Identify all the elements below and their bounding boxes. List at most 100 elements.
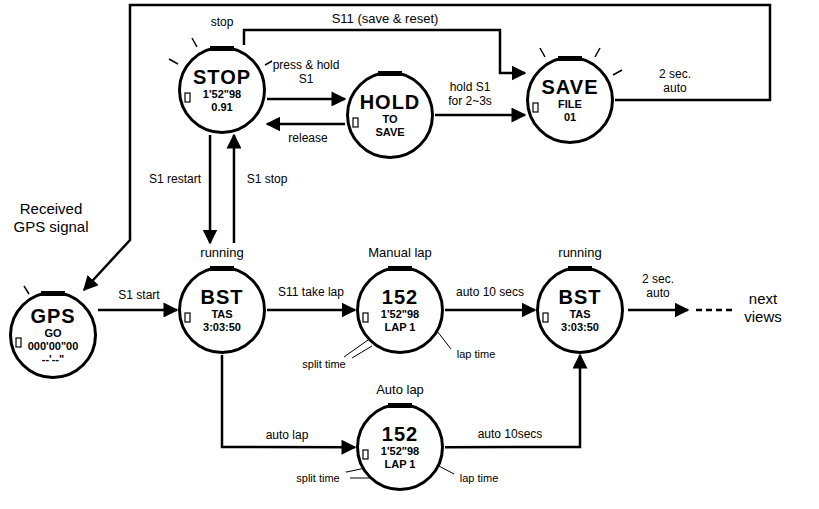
- screen-value: 3:03:50: [561, 321, 599, 334]
- watch-face: SAVEFILE01: [525, 55, 615, 145]
- screen-heading: Auto lap: [355, 380, 445, 402]
- note-label: Received GPS signal: [6, 200, 96, 236]
- screen-value: LAP 1: [385, 321, 416, 334]
- watch-face: HOLDTOSAVE: [345, 70, 435, 160]
- transition-arrow: [267, 123, 345, 126]
- transition-arrow: [84, 5, 770, 290]
- battery-icon: [353, 118, 358, 127]
- strap-mark: [41, 291, 65, 296]
- battery-icon: [185, 93, 190, 102]
- battery-icon: [363, 313, 368, 322]
- screen-title: 152: [382, 286, 418, 308]
- battery-icon: [533, 103, 538, 112]
- transition-arrow: [267, 98, 345, 101]
- strap-mark: [210, 266, 234, 271]
- watch-face: BSTTAS3:03:50: [535, 265, 625, 355]
- screen-value: 01: [564, 111, 576, 124]
- note-label: lap time: [452, 348, 500, 361]
- screen-title: STOP: [193, 66, 251, 88]
- battery-icon: [543, 313, 548, 322]
- watch-face: 1521'52"98LAP 1: [355, 402, 445, 492]
- battery-icon: [185, 313, 190, 322]
- watch-bezel: [180, 268, 265, 353]
- transition-label: release: [280, 131, 336, 145]
- watch-screen: HOLDTOSAVE: [345, 70, 435, 160]
- strap-mark: [568, 266, 592, 271]
- signal-rays: [24, 38, 622, 294]
- screen-title: SAVE: [542, 76, 599, 98]
- watch-face: GPSGO000'00"00--'--": [8, 290, 98, 380]
- screen-text: 1521'52"98LAP 1: [355, 402, 445, 492]
- screen-value: FILE: [558, 98, 582, 111]
- watch-screen: runningBSTTAS3:03:50: [535, 243, 625, 355]
- ray: [192, 38, 197, 47]
- watch-bezel: [180, 48, 265, 133]
- ray: [595, 48, 600, 57]
- screen-title: HOLD: [360, 91, 421, 113]
- transition-label: auto lap: [252, 428, 322, 442]
- watch-bezel: [358, 405, 443, 490]
- screen-value: 0.91: [211, 101, 232, 114]
- transition-label: S1 start: [103, 288, 175, 302]
- screen-value: 3:03:50: [203, 321, 241, 334]
- transition-label: auto 10secs: [468, 427, 552, 441]
- screen-title: 152: [382, 423, 418, 445]
- leader-line: [437, 465, 454, 474]
- screen-text: 1521'52"98LAP 1: [355, 265, 445, 355]
- watch-face: 1521'52"98LAP 1: [355, 265, 445, 355]
- screen-value: TAS: [569, 308, 590, 321]
- transition-label: hold S1 for 2~3s: [443, 80, 497, 108]
- screen-value: TAS: [211, 308, 232, 321]
- note-label: stop: [205, 15, 239, 29]
- leader-line: [352, 346, 372, 358]
- watch-bezel: [358, 268, 443, 353]
- battery-icon: [16, 338, 21, 347]
- transition-arrow: [445, 355, 580, 447]
- screen-value: 1'52"98: [381, 308, 419, 321]
- transition-label: press & hold S1: [272, 58, 340, 86]
- ray: [24, 286, 29, 294]
- watch-bezel: [528, 58, 613, 143]
- screen-heading: Manual lap: [355, 243, 445, 265]
- watch-screen: Auto lap1521'52"98LAP 1: [355, 380, 445, 492]
- transition-arrow: [222, 355, 355, 447]
- strap-mark: [388, 266, 412, 271]
- watch-face: BSTTAS3:03:50: [177, 265, 267, 355]
- note-label: lap time: [455, 472, 503, 485]
- ray: [169, 59, 178, 64]
- note-label: split time: [296, 358, 352, 371]
- strap-mark: [558, 56, 582, 61]
- strap-mark: [388, 403, 412, 408]
- screen-value: TO: [382, 113, 397, 126]
- screen-value: 1'52"98: [203, 88, 241, 101]
- ray: [613, 70, 622, 75]
- dashes: [696, 309, 736, 312]
- screen-title: BST: [559, 286, 602, 308]
- transition-arrow: [445, 309, 535, 312]
- watch-face: STOP1'52"980.91: [177, 45, 267, 135]
- battery-icon: [363, 450, 368, 459]
- screen-text: STOP1'52"980.91: [177, 45, 267, 135]
- watch-bezel: [11, 293, 96, 378]
- ray: [540, 48, 545, 57]
- screen-title: GPS: [30, 305, 75, 327]
- transition-arrow: [233, 135, 236, 243]
- watch-screen: SAVEFILE01: [525, 55, 615, 145]
- watch-bezel: [348, 73, 433, 158]
- watch-screen: GPSGO000'00"00--'--": [8, 290, 98, 380]
- transition-arrow: [209, 135, 212, 243]
- screen-value: 1'52"98: [381, 445, 419, 458]
- screen-value: LAP 1: [385, 458, 416, 471]
- screen-value: 000'00"00: [28, 340, 79, 353]
- transition-label: auto 10 secs: [450, 285, 530, 299]
- note-label: split time: [290, 472, 346, 485]
- note-label: next views: [740, 290, 786, 326]
- watch-bezel: [538, 268, 623, 353]
- screen-text: BSTTAS3:03:50: [535, 265, 625, 355]
- leader-line: [344, 340, 368, 357]
- watch-screen: STOP1'52"980.91: [177, 45, 267, 135]
- transition-label: S1 stop: [242, 172, 292, 186]
- note-label: 2 sec. auto: [630, 272, 686, 300]
- transition-arrow: [98, 309, 177, 312]
- screen-text: BSTTAS3:03:50: [177, 265, 267, 355]
